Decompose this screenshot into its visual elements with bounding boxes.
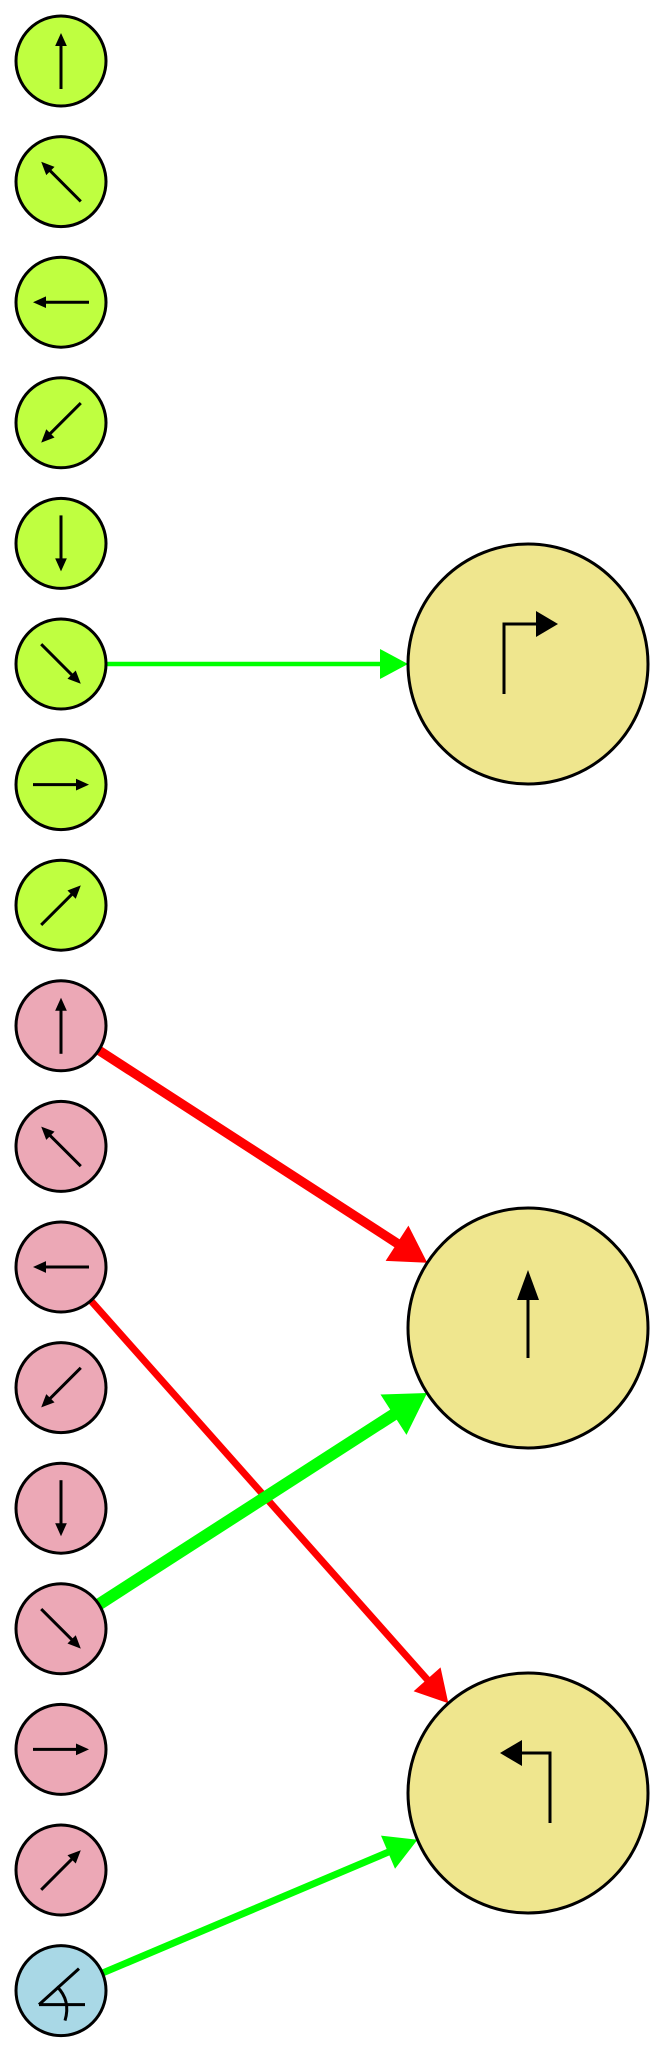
arrow-up-left-icon-shaft [47, 168, 82, 203]
arrow-up-right-icon-head [67, 885, 81, 899]
edge-arrowhead [385, 1225, 428, 1263]
arrow-right-icon [33, 778, 89, 791]
arrow-up-left-icon-shaft [47, 1133, 82, 1168]
edge-line [96, 1046, 402, 1249]
arrow-down-right-icon-shaft [40, 1607, 75, 1642]
arrow-down-left-icon [41, 1366, 82, 1408]
input-node-p-down [14, 1461, 108, 1555]
straight-head [517, 1270, 539, 1300]
turn-right-head [536, 611, 558, 637]
arrow-up-right-icon [40, 885, 81, 927]
arrow-up-icon [55, 997, 67, 1054]
arrow-up-right-icon-shaft [40, 892, 75, 927]
arrow-right-icon-head [76, 778, 89, 791]
input-node-p-up [14, 979, 108, 1073]
arrow-up-right-icon-head [67, 1850, 81, 1864]
arrow-down-icon-head [55, 558, 67, 572]
input-node-p-upright [14, 1823, 108, 1917]
edge-p-downright-to-o-straight [95, 1392, 428, 1610]
edge-p-up-to-o-straight [96, 1046, 428, 1263]
arrow-up-right-icon-shaft [40, 1856, 75, 1891]
angle-icon [37, 1967, 85, 2022]
arrow-down-left-icon-head [41, 429, 55, 443]
arrow-down-left-icon-shaft [47, 401, 82, 436]
arrow-up-icon [55, 33, 67, 89]
input-node-g-up [14, 14, 108, 108]
arrow-up-left-icon-head [41, 161, 55, 176]
arrow-down-right-icon [40, 643, 81, 684]
edge-arrowhead [380, 649, 408, 679]
edge-arrowhead [380, 1392, 428, 1435]
turn-left-path [518, 1751, 552, 1823]
arrow-up-icon-head [55, 997, 67, 1011]
input-node-p-right [14, 1702, 108, 1796]
arrow-left-icon-head [33, 1261, 46, 1273]
arrow-down-icon-head [55, 1523, 67, 1537]
edge-line [88, 1298, 432, 1684]
straight-arrow-icon [517, 1270, 539, 1358]
input-node-g-right [14, 738, 108, 832]
input-node-p-upleft [14, 1099, 108, 1193]
input-node-g-downright [14, 617, 108, 711]
edge-line [101, 1848, 392, 1977]
edge-arrowhead [413, 1667, 449, 1704]
turn-left-icon [500, 1740, 552, 1823]
arrow-right-icon [33, 1743, 89, 1756]
arrow-down-right-icon-head [67, 1635, 81, 1649]
output-node-o-turn-right [406, 542, 650, 786]
edge-b-angle-to-o-turn-left [101, 1835, 418, 1977]
input-node-p-downleft [14, 1341, 108, 1435]
input-node-p-left [14, 1220, 108, 1314]
arrow-up-left-icon [41, 161, 82, 203]
arrow-left-icon [33, 296, 89, 309]
output-node-o-turn-left [406, 1671, 650, 1915]
arrow-down-right-icon-shaft [40, 643, 75, 678]
edges-layer [88, 649, 449, 1977]
input-node-g-upleft [14, 135, 108, 229]
arrow-up-icon-head [55, 33, 67, 46]
arrow-left-icon-head [33, 296, 46, 309]
input-node-p-downright [14, 1582, 108, 1676]
arrow-down-icon [55, 1480, 67, 1537]
arrow-right-icon-head [76, 1743, 89, 1756]
arrow-up-right-icon [40, 1850, 81, 1891]
edge-p-left-to-o-turn-left [88, 1298, 449, 1704]
arrow-up-left-icon-head [41, 1126, 55, 1140]
edge-line [95, 1408, 399, 1610]
turn-left-head [500, 1740, 522, 1766]
arrow-up-left-icon [41, 1126, 82, 1168]
arrow-down-left-icon-shaft [47, 1366, 82, 1401]
input-node-g-upright [14, 858, 108, 952]
arrow-left-icon [33, 1261, 89, 1273]
turn-right-path [502, 622, 540, 694]
input-node-g-down [14, 496, 108, 590]
input-node-g-downleft [14, 376, 108, 470]
edge-g-downright-to-o-turn-right [106, 649, 408, 679]
nodes-layer [14, 14, 650, 2038]
arrow-down-left-icon [41, 401, 82, 443]
angle-arc [55, 1985, 69, 2022]
node-circle [406, 1671, 650, 1915]
input-node-g-left [14, 255, 108, 349]
output-node-o-straight [406, 1206, 650, 1450]
arrow-down-left-icon-head [41, 1394, 55, 1408]
node-circle [406, 542, 650, 786]
input-node-b-angle [14, 1944, 108, 2038]
turn-right-icon [502, 611, 558, 694]
edge-arrowhead [381, 1835, 418, 1869]
arrow-down-right-icon-head [67, 670, 81, 684]
arrow-down-icon [55, 515, 67, 572]
arrow-down-right-icon [40, 1607, 81, 1649]
